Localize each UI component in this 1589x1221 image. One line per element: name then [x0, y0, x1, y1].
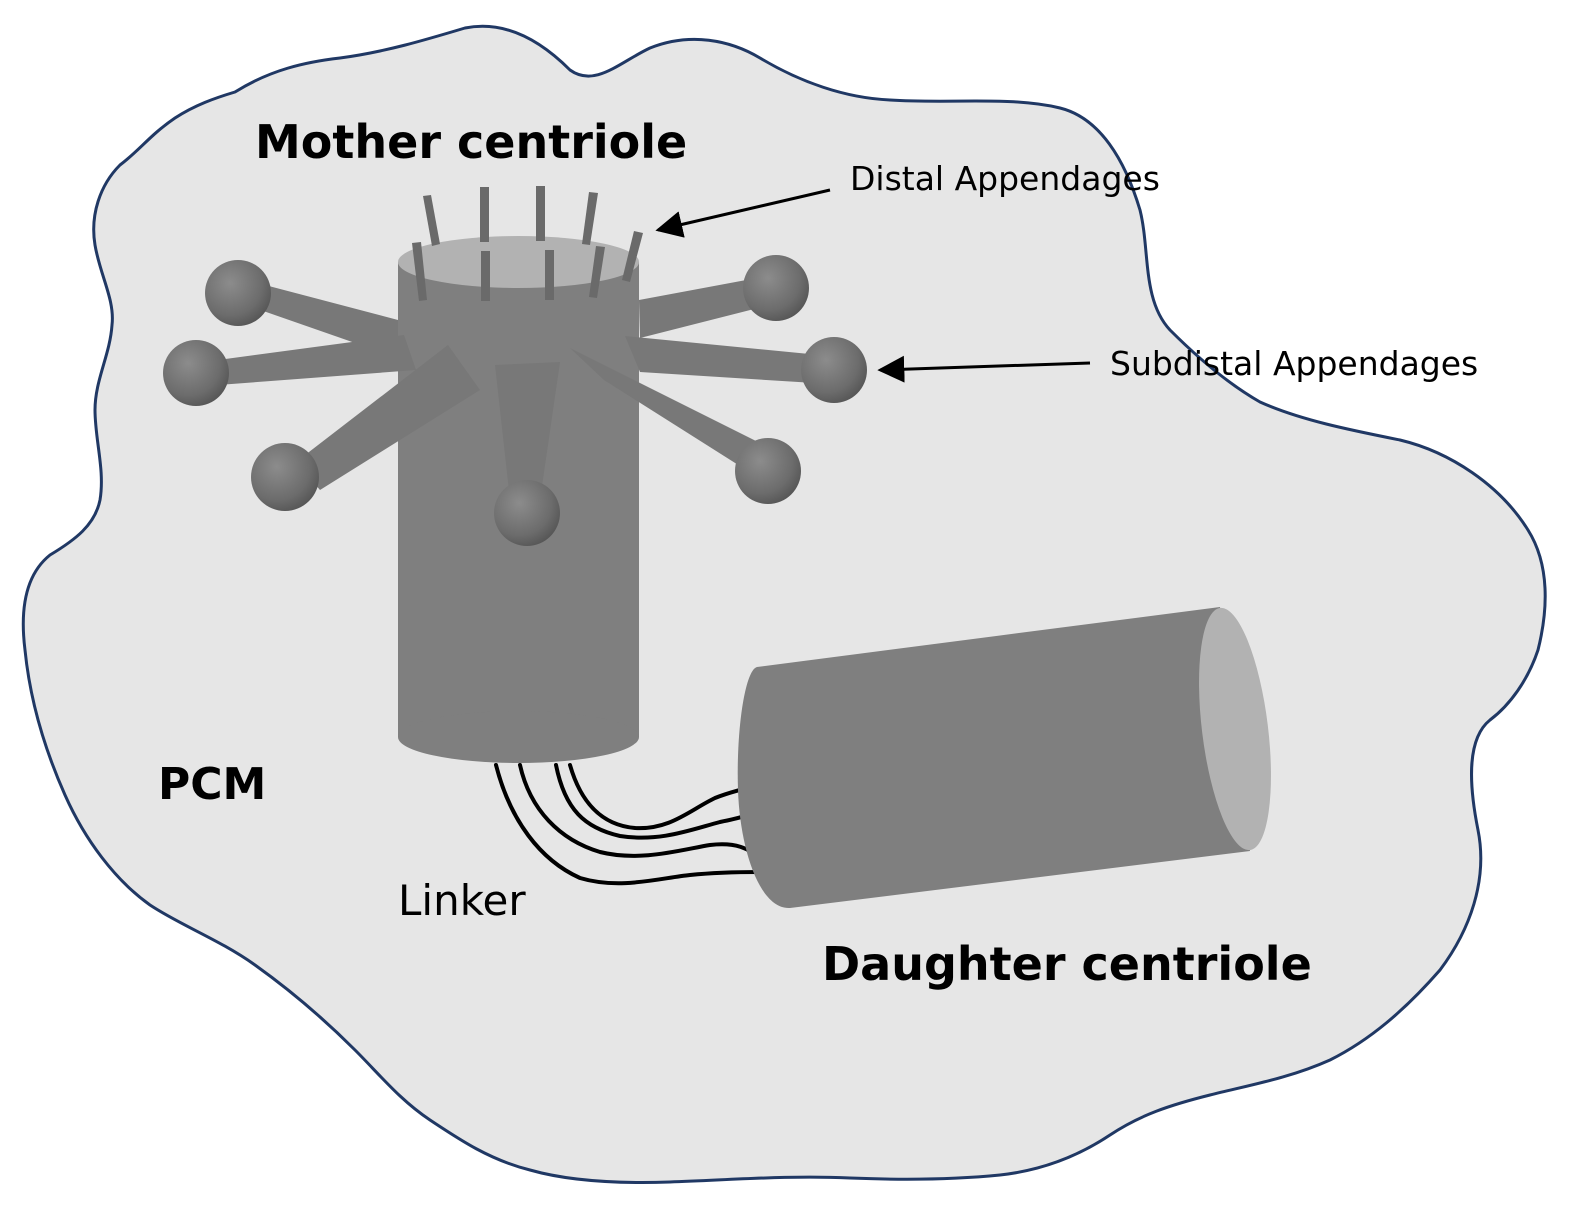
linker-fiber	[568, 763, 750, 831]
distal-rod	[412, 242, 427, 301]
distal-appendage-rods	[412, 186, 643, 301]
distal-rod	[589, 246, 605, 298]
daughter-centriole	[737, 607, 1271, 909]
subdistal-sphere	[205, 260, 271, 326]
linker-label: Linker	[398, 876, 526, 925]
mother-centriole-label: Mother centriole	[255, 115, 687, 169]
distal-rod	[622, 231, 643, 282]
subdistal-appendage-spheres	[163, 255, 867, 546]
pcm-label: PCM	[158, 759, 266, 810]
subdistal-sphere	[743, 255, 809, 321]
subdistal-sphere	[163, 340, 229, 406]
subdistal-arm	[296, 345, 480, 490]
mother-centriole-bottom	[398, 711, 639, 763]
subdistal-arm	[246, 280, 398, 358]
daughter-centriole-end	[1199, 607, 1271, 851]
linker-fiber	[494, 763, 762, 886]
subdistal-sphere	[251, 443, 319, 511]
distal-rod	[481, 251, 490, 301]
subdistal-sphere	[494, 480, 560, 546]
mother-centriole-top	[398, 236, 639, 288]
distal-rod	[480, 187, 489, 242]
subdistal-sphere	[735, 438, 801, 504]
distal-appendages-label: Distal Appendages	[850, 159, 1160, 198]
subdistal-arm	[495, 362, 560, 500]
distal-arrow	[655, 188, 831, 238]
distal-rod	[545, 250, 554, 300]
mother-centriole	[163, 186, 867, 763]
subdistal-arm	[625, 336, 830, 384]
subdistal-sphere	[801, 337, 867, 403]
distal-rod	[582, 192, 598, 245]
subdistal-arm	[570, 348, 778, 480]
distal-rod	[423, 195, 440, 246]
linker-fiber	[518, 763, 762, 862]
distal-rod	[536, 186, 545, 241]
linker-fiber	[554, 763, 754, 840]
subdistal-arrow	[877, 355, 1091, 383]
subdistal-arm	[218, 335, 416, 385]
subdistal-appendages-label: Subdistal Appendages	[1110, 344, 1478, 383]
daughter-centriole-label: Daughter centriole	[822, 937, 1312, 991]
linker-fibers	[494, 763, 762, 886]
daughter-centriole-body	[737, 607, 1250, 909]
